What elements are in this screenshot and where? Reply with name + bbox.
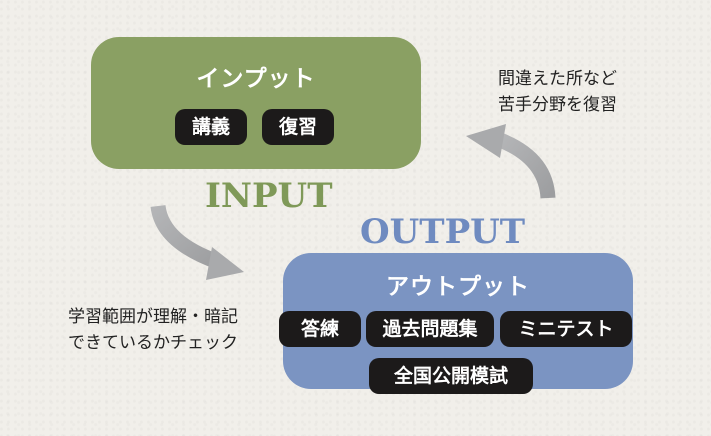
pill-past-questions: 過去問題集 <box>366 311 494 347</box>
arrow-output-to-input-head <box>466 124 506 158</box>
note-review-line-1: 間違えた所など <box>498 69 617 89</box>
note-review: 間違えた所など 苦手分野を復習 <box>498 66 617 118</box>
input-box: インプット 講義 復習 <box>91 37 421 169</box>
arrow-output-to-input <box>497 133 556 199</box>
pill-review: 復習 <box>262 109 334 145</box>
arrow-input-to-output-head <box>206 247 244 280</box>
output-box: アウトプット 答練 過去問題集 ミニテスト 全国公開模試 <box>279 253 633 394</box>
output-box-title: アウトプット <box>386 274 530 300</box>
pill-lecture: 講義 <box>175 109 247 145</box>
output-label: OUTPUT <box>360 212 526 252</box>
note-check: 学習範囲が理解・暗記 できているかチェック <box>68 304 238 356</box>
pill-mini-test: ミニテスト <box>500 311 632 347</box>
pill-practice-exam: 答練 <box>279 311 361 347</box>
note-check-line-2: できているかチェック <box>68 333 238 353</box>
input-box-title: インプット <box>196 66 316 92</box>
pill-national-mock-exam: 全国公開模試 <box>369 358 533 394</box>
arrow-input-to-output <box>150 204 221 270</box>
input-label: INPUT <box>205 176 333 216</box>
note-check-line-1: 学習範囲が理解・暗記 <box>68 307 238 327</box>
note-review-line-2: 苦手分野を復習 <box>498 95 617 115</box>
